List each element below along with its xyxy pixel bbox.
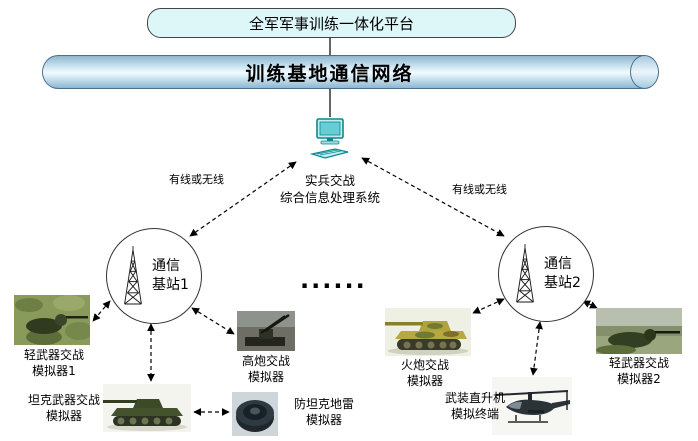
tank-weapon-simulator-image [103,384,191,432]
aa-gun-simulator-image [237,311,295,351]
tank-weapon-simulator-label: 坦克武器交战 模拟器 [27,393,100,423]
link-label-left: 有线或无线 [168,171,225,187]
mine-photo-icon [232,392,278,436]
link-station2-artillery [472,298,505,314]
aa-gun-simulator-label: 高炮交战 模拟器 [241,354,290,384]
link-label-right: 有线或无线 [451,181,508,197]
light-weapon-simulator-1-label: 轻武器交战 模拟器1 [23,348,84,378]
processing-system-icon [300,117,360,163]
helicopter-terminal-label: 武装直升机 模拟终端 [444,391,505,421]
link-station1-light1 [92,300,111,322]
soldier-photo-icon [14,295,90,345]
anti-tank-mine-simulator-image [232,392,278,436]
base-station-1: 通信 基站1 [106,228,202,324]
network-bus-end-cap [630,55,659,89]
antenna-tower-icon [516,244,534,303]
artillery-simulator-image [385,308,471,356]
network-bus: 训练基地通信网络 [42,55,659,89]
network-bus-body [42,55,645,89]
ellipsis-dots: ······ [300,272,367,300]
base-station-1-label: 通信 基站1 [152,258,189,293]
aa-gun-photo-icon [237,311,295,351]
base-station-2-label: 通信 基站2 [544,256,581,291]
helicopter-terminal-image [492,377,572,435]
platform-title: 全军军事训练一体化平台 [248,14,414,33]
artillery-photo-icon [385,308,471,356]
processing-system-label: 实兵交战 综合信息处理系统 [279,173,380,205]
tank-photo-icon [103,384,191,432]
helicopter-photo-icon [492,377,572,435]
light-weapon-simulator-1-image [14,295,90,345]
link-station2-helicopter [530,321,543,376]
light-weapon-simulator-2-label: 轻武器交战 模拟器2 [608,356,669,386]
link-station1-aagun [191,307,235,335]
soldier-photo-icon [596,308,682,354]
computer-icon [309,118,349,159]
antenna-tower-icon [124,246,142,305]
light-weapon-simulator-2-image [596,308,682,354]
base-station-2: 通信 基站2 [498,226,594,322]
artillery-simulator-label: 火炮交战 模拟器 [400,358,449,388]
network-title: 训练基地通信网络 [245,62,414,85]
anti-tank-mine-simulator-label: 防坦克地雷 模拟器 [293,397,354,427]
platform-box: 全军军事训练一体化平台 [147,8,516,38]
link-station2-light2 [582,300,598,309]
